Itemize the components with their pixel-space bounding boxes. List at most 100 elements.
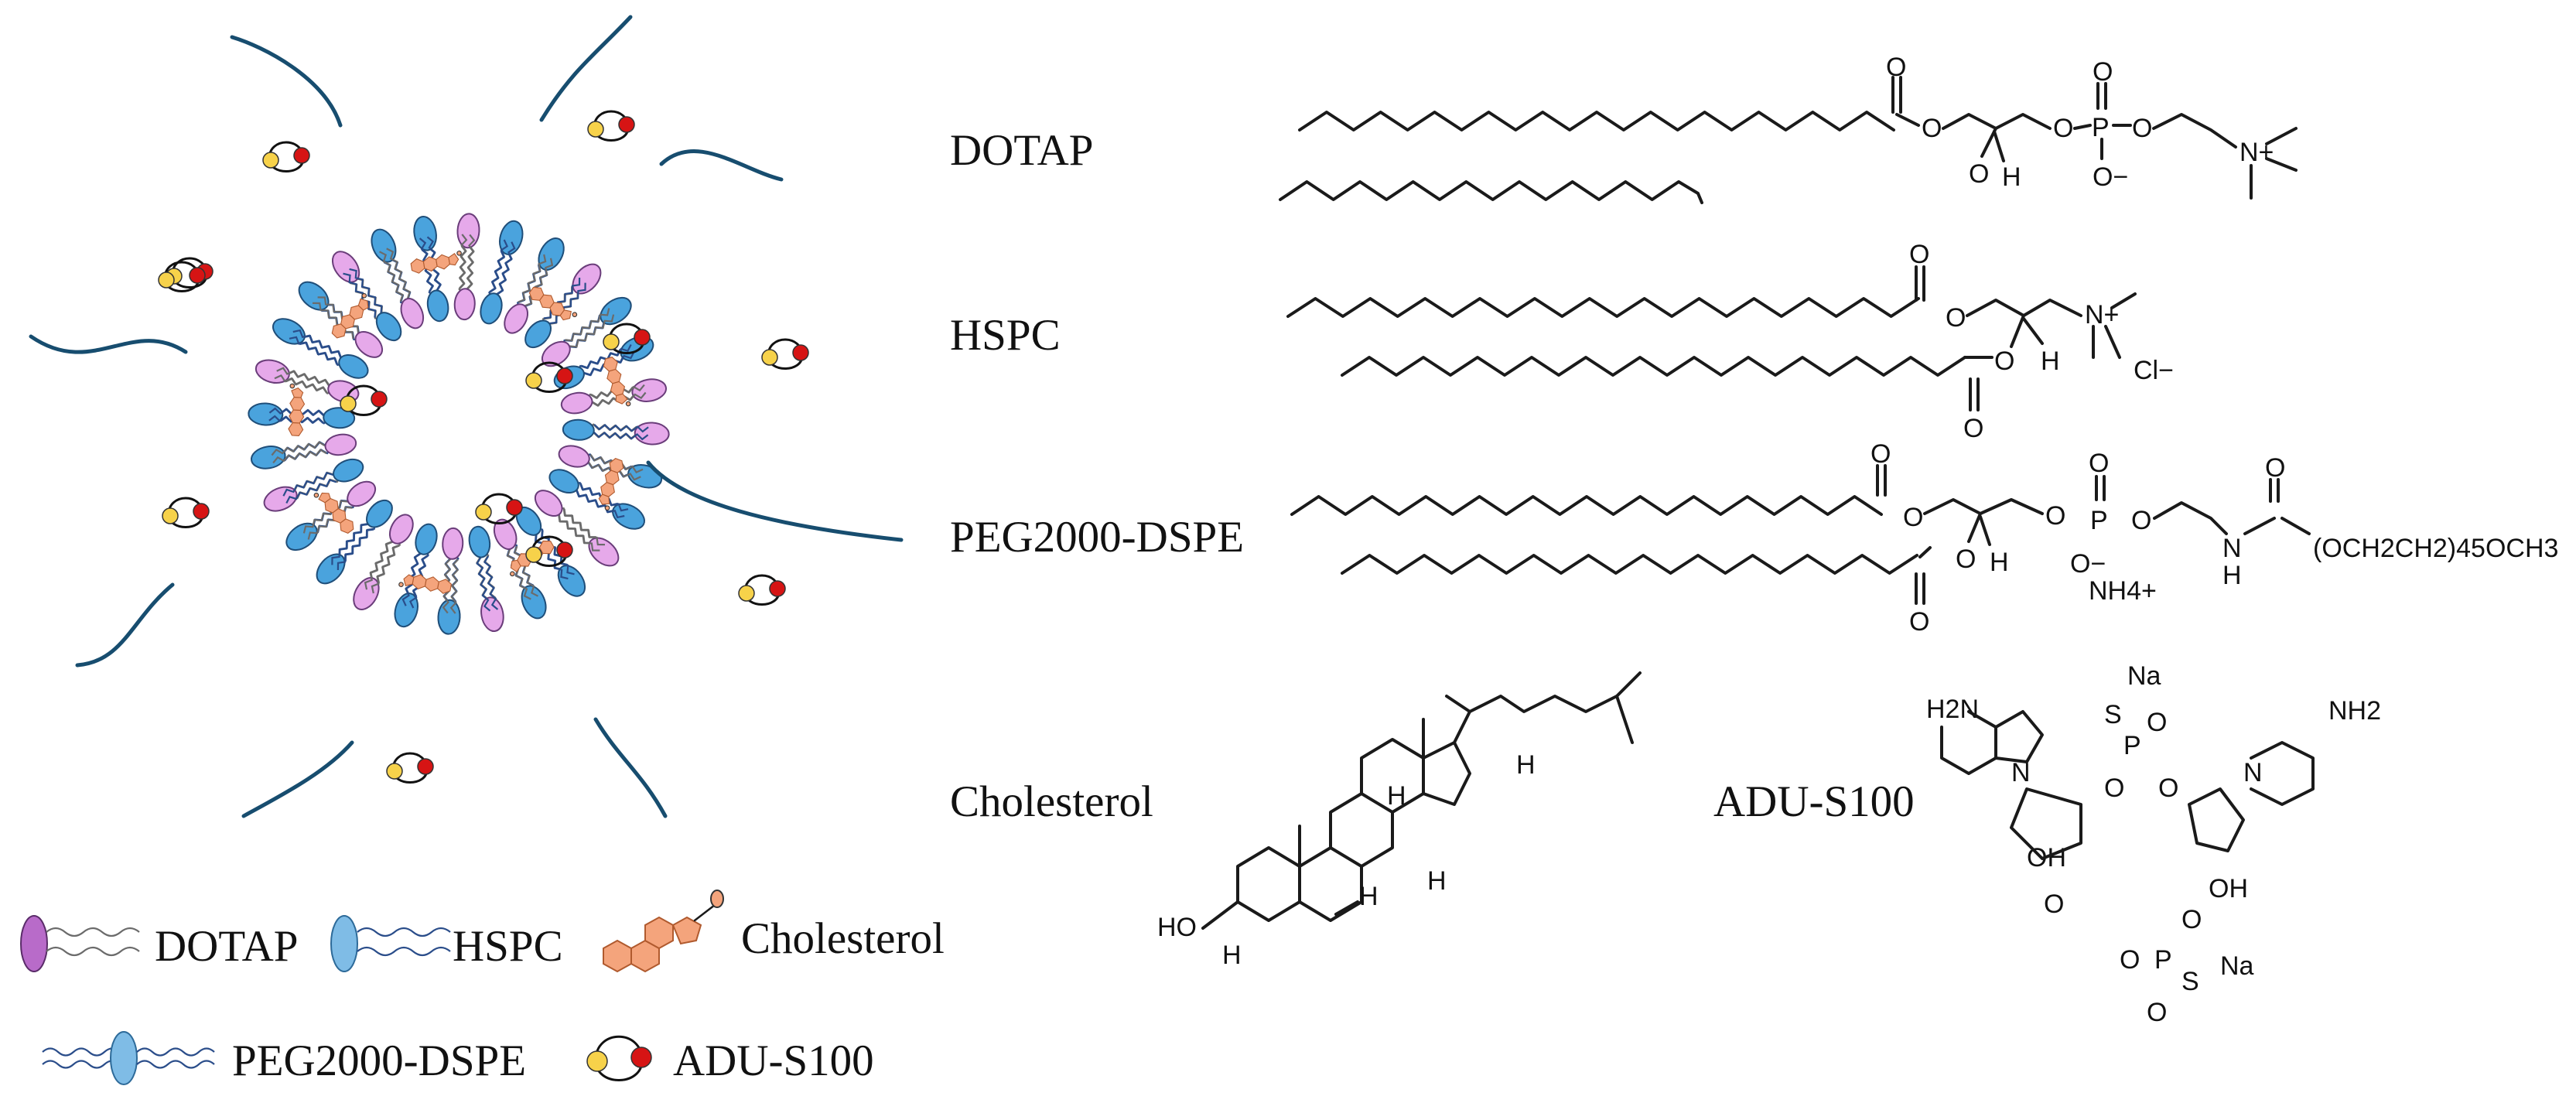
atom-o: O: [2093, 57, 2113, 87]
dotap-head: [400, 298, 425, 330]
peg-chain: [29, 334, 188, 354]
dotap-head: [480, 596, 504, 633]
hspc-head: [413, 215, 437, 251]
adu-s100-molecule: [587, 110, 635, 142]
peg-chain: [75, 582, 175, 668]
atom-o: O: [2045, 501, 2065, 531]
dotap-head: [588, 537, 620, 567]
lipid-inner: [504, 254, 554, 334]
adu-s100-molecule: [158, 261, 206, 292]
atom-o: O: [2131, 506, 2151, 535]
dotap-head: [453, 288, 476, 321]
hspc-head: [548, 469, 579, 494]
atom-h: H: [2222, 561, 2242, 590]
lipid-inner: [268, 407, 356, 429]
dotap-head: [534, 490, 563, 517]
dotap-head: [255, 359, 290, 384]
adu-s100-molecule: [262, 141, 310, 172]
hspc-head: [524, 319, 552, 349]
adu-s100-molecule: [761, 338, 809, 370]
hspc-head: [415, 523, 438, 555]
cholesterol-molecule: [288, 383, 306, 436]
cholesterol-molecule: [598, 458, 624, 511]
atom-o: O: [2158, 773, 2178, 803]
atom-o: O: [1994, 347, 2014, 376]
lipid-inner: [378, 248, 425, 330]
lipid-inner: [343, 268, 402, 342]
peg-chain: [593, 717, 668, 818]
legend-hspc: HSPC: [330, 915, 563, 972]
atom-o: O: [2089, 449, 2109, 478]
name-cholesterol: Cholesterol: [950, 777, 1153, 826]
dotap-head: [347, 480, 377, 507]
atom-h: H: [1222, 941, 1242, 970]
peg-chain: [659, 149, 784, 182]
atom-o-minus: O−: [2070, 549, 2106, 579]
atom-o: O: [1963, 414, 1983, 443]
structure-peg2000-dspe: O O O H O P O O− NH4+ O N H O (OCH2CH2)4…: [1290, 439, 2558, 637]
atom-h: H: [1990, 548, 2009, 577]
atom-h: H: [1427, 866, 1447, 896]
lipid-inner: [453, 234, 476, 321]
legend-peg: PEG2000-DSPE: [42, 1031, 526, 1085]
atom-h: H: [1516, 750, 1536, 780]
dotap-head: [558, 445, 590, 468]
hspc-head: [298, 281, 330, 311]
lipid-inner: [534, 490, 606, 552]
atom-oh: OH: [2209, 874, 2248, 903]
atom-o: O: [2147, 708, 2167, 737]
atom-na: Na: [2127, 661, 2161, 691]
structure-cholesterol: HO H H H H H: [1157, 671, 1642, 970]
dotap-head: [442, 527, 464, 560]
dotap-head: [388, 514, 414, 545]
dotap-head: [331, 251, 360, 283]
hspc-head: [285, 522, 318, 552]
atom-o: O: [2265, 453, 2285, 483]
hspc-head: [375, 312, 402, 342]
adu-s100-molecule: [386, 752, 434, 784]
dotap-head: [456, 213, 480, 249]
cholesterol-molecule: [313, 492, 354, 534]
atom-o: O: [2147, 998, 2167, 1027]
atom-o: O: [2044, 890, 2064, 919]
atom-o: O: [1909, 240, 1929, 269]
atom-na: Na: [2220, 951, 2254, 981]
atom-h: H: [2041, 347, 2060, 376]
lipid-inner: [515, 506, 575, 580]
atom-s: S: [2104, 700, 2122, 729]
adu-s100-molecule: [340, 384, 388, 416]
hspc-head: [316, 553, 346, 585]
legend-label-hspc: HSPC: [453, 922, 563, 971]
atom-peg-chain: (OCH2CH2)45OCH3: [2313, 534, 2558, 563]
hspc-head: [480, 292, 503, 325]
cholesterol-molecule: [331, 292, 369, 339]
atom-o: O: [1956, 545, 1976, 574]
atom-p: P: [2090, 506, 2108, 535]
hspc-head: [333, 458, 364, 483]
hspc-head: [323, 407, 356, 429]
atom-o: O: [1871, 439, 1891, 469]
lipid-inner: [289, 329, 369, 379]
hspc-head: [521, 585, 547, 620]
peg-chain: [539, 15, 633, 122]
legend-cholesterol: Cholesterol: [603, 890, 945, 973]
legend-label-dotap: DOTAP: [155, 922, 298, 971]
legend-label-peg: PEG2000-DSPE: [232, 1036, 526, 1085]
lipid-inner: [468, 525, 499, 612]
dotap-head: [493, 518, 518, 550]
hspc-head: [365, 499, 393, 528]
atom-o: O: [1922, 114, 1942, 143]
legend-dotap: DOTAP: [20, 915, 298, 972]
atom-o-minus: O−: [2093, 162, 2128, 192]
hspc-head: [394, 592, 419, 628]
adu-s100-molecule: [475, 493, 523, 524]
legend-adu: ADU-S100: [586, 1035, 874, 1085]
adu-s100-molecule: [162, 497, 210, 528]
legend-label-cholesterol: Cholesterol: [741, 914, 945, 963]
atom-o: O: [1909, 607, 1929, 637]
hspc-head: [371, 228, 397, 263]
dotap-head: [572, 263, 602, 295]
lipid-inner: [480, 239, 516, 325]
atom-n: N: [2011, 758, 2031, 787]
